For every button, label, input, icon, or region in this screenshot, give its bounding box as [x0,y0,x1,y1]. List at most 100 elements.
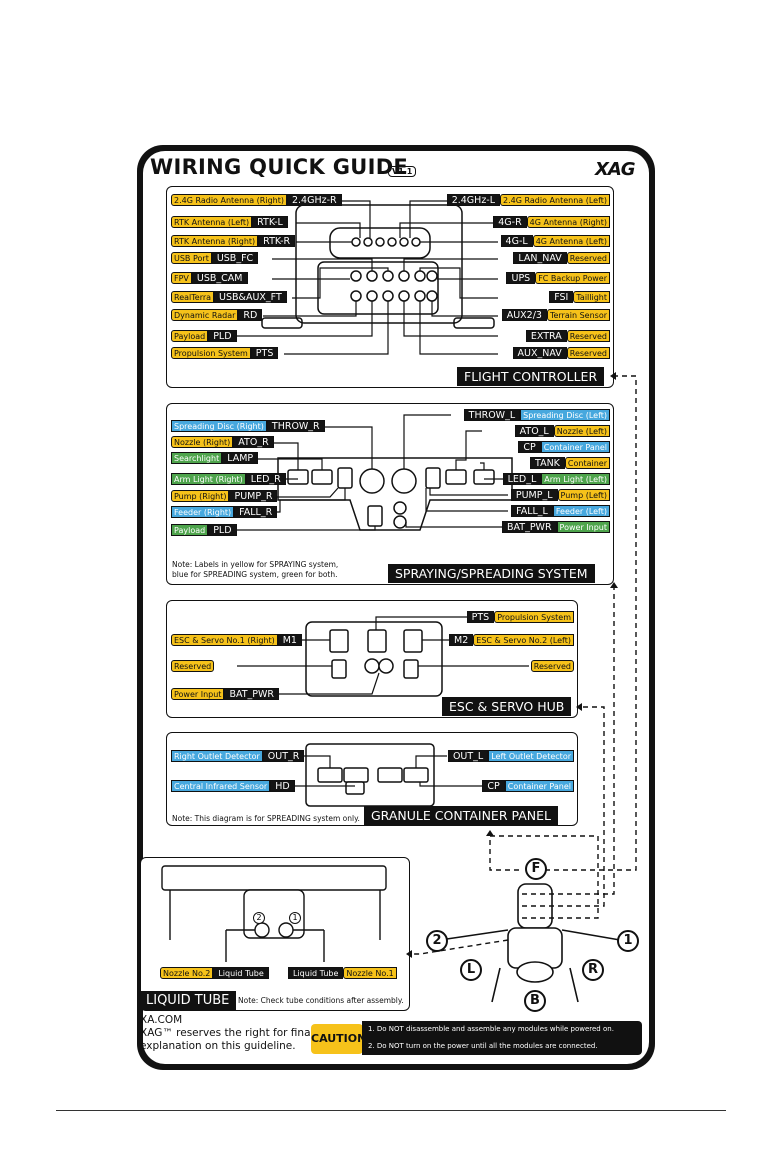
fc-label-left: RTK Antenna (Left)RTK-L [171,216,288,228]
spray-port: PLD [208,524,237,536]
fc-desc: Payload [171,330,209,342]
esc-desc: Reserved [530,660,574,672]
granule-port: OUT_L [447,750,489,762]
fc-port: 2.4GHz-L [446,194,501,206]
drone-marker-l: L [460,959,482,981]
spray-port: CP [518,441,541,453]
caution-box: 1. Do NOT disassemble and assemble any m… [362,1021,642,1055]
fc-port: USB_CAM [191,272,248,284]
esc-desc: ESC & Servo No.2 (Left) [473,634,574,646]
spray-port: THROW_L [463,409,521,421]
spraying-system-title: SPRAYING/SPREADING SYSTEM [388,564,595,583]
liquid-tube-port: Liquid Tube [288,967,344,979]
brand-logo: XAG [595,159,636,180]
fc-label-left: 2.4G Radio Antenna (Right)2.4GHz-R [171,194,342,206]
fc-port: FSI [549,291,574,303]
fc-port: PLD [208,330,237,342]
spray-port: PUMP_R [229,490,278,502]
spray-desc: Searchlight [171,452,223,464]
caution-badge: CAUTION [311,1024,366,1054]
caution-line2: 2. Do NOT turn on the power until all th… [368,1042,598,1050]
spray-port: LED_L [502,473,542,485]
granule-port: HD [270,780,295,792]
granule-port: OUT_R [262,750,305,762]
granule-port: CP [482,780,505,792]
fc-desc: Terrain Sensor [546,309,610,321]
version-badge: V1.1 [388,166,417,177]
fc-port: EXTRA [525,330,567,342]
fc-port: UPS [506,272,536,284]
fc-port: AUX2/3 [501,309,547,321]
spray-port: THROW_R [266,420,325,432]
liquid-nozzle: Nozzle No.2 [160,967,214,979]
fc-port: LAN_NAV [513,252,567,264]
fc-port: 4G-R [493,216,527,228]
spray-desc: Spreading Disc (Right) [171,420,267,432]
footer-text: XA.COM XAG™ reserves the right for final… [140,1014,313,1053]
spray-port: ATO_R [233,436,274,448]
fc-port: RTK-R [258,235,296,247]
spray-port: ATO_L [514,425,554,437]
fc-desc: 4G Antenna (Right) [526,216,610,228]
spray-label-left: Feeder (Right)FALL_R [171,506,278,518]
flight-controller-title: FLIGHT CONTROLLER [457,367,605,386]
fc-desc: 4G Antenna (Left) [532,235,610,247]
liquid-tube-title: LIQUID TUBE [139,991,237,1010]
liquid-tube-port: Liquid Tube [213,967,269,979]
spraying-note-line2: blue for SPREADING system, green for bot… [172,570,338,579]
fc-port: RD [238,309,263,321]
page-divider [56,1110,726,1111]
fc-port: PTS [250,347,279,359]
spray-port: BAT_PWR [501,521,557,533]
esc-desc: Power Input [171,688,225,700]
spraying-note-line1: Note: Labels in yellow for SPRAYING syst… [172,560,339,569]
fc-desc: Dynamic Radar [171,309,239,321]
spray-desc: Nozzle (Left) [553,425,610,437]
liquid-marker-1: 1 [289,912,301,924]
granule-desc: Left Outlet Detector [488,750,574,762]
spray-desc: Container Panel [540,441,610,453]
fc-desc: RTK Antenna (Right) [171,235,259,247]
spray-label-left: Spreading Disc (Right)THROW_R [171,420,325,432]
esc-port: BAT_PWR [224,688,280,700]
drone-marker-b: B [524,990,546,1012]
spray-desc: Nozzle (Right) [171,436,234,448]
fc-desc: USB Port [171,252,212,264]
spray-desc: Feeder (Left) [552,505,610,517]
granule-desc: Central Infrared Sensor [171,780,271,792]
esc-desc: Reserved [171,660,215,672]
fc-desc: Propulsion System [171,347,251,359]
spray-port: LAMP [222,452,259,464]
liquid-tube-panel [140,857,410,1011]
fc-port: USB_FC [211,252,259,264]
liquid-nozzle: Nozzle No.1 [343,967,397,979]
esc-desc: ESC & Servo No.1 (Right) [171,634,278,646]
spray-desc: Pump (Right) [171,490,230,502]
drone-marker-1: 1 [617,930,639,952]
spray-desc: Power Input [556,521,610,533]
fc-port: 2.4GHz-R [286,194,342,206]
drone-marker-r: R [582,959,604,981]
fc-port: USB&AUX_FT [214,291,287,303]
